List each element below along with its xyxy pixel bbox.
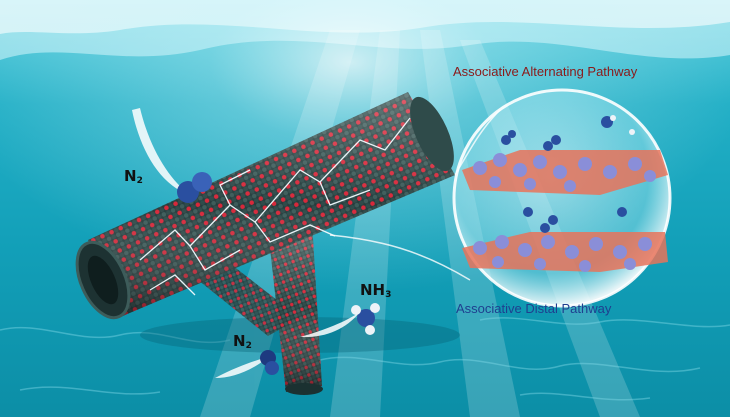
pathway-bubble [452, 88, 672, 308]
n2-molecule-bottom [260, 350, 279, 375]
n2-label-bottom: N2 [233, 332, 252, 351]
distal-pathway-title: Associative Distal Pathway [456, 301, 612, 316]
nh3-molecule [351, 303, 380, 335]
n2-label-left: N2 [124, 167, 143, 186]
nanotube-lower [198, 222, 323, 395]
alternating-pathway-title: Associative Alternating Pathway [453, 64, 638, 79]
n2-molecule-left [177, 172, 212, 203]
nanotube-main [75, 92, 455, 320]
nh3-label: NH3 [360, 281, 392, 300]
